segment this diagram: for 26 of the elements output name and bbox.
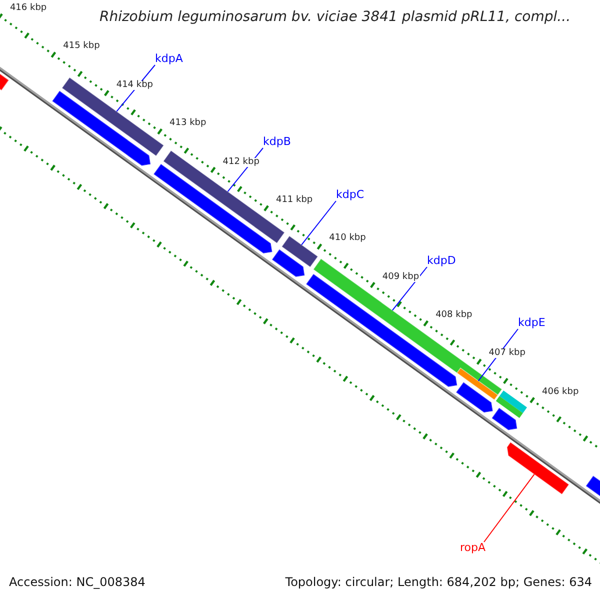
gene-label: kdpB — [263, 136, 291, 147]
gene-feature — [506, 442, 570, 495]
gene-feature — [281, 235, 318, 268]
tick-label: 414 kbp — [115, 80, 154, 90]
tick-label: 409 kbp — [381, 272, 420, 282]
gene-label: kdpE — [518, 317, 546, 328]
footer-text: Accession: NC_008384 — [9, 576, 146, 588]
tick-label: 416 kbp — [8, 4, 48, 14]
tick-label: 407 kbp — [488, 349, 526, 358]
tick-label: 406 kbp — [541, 388, 580, 397]
gene-label: kdpC — [336, 189, 364, 200]
gene-label: kdpD — [427, 255, 456, 266]
gene-feature — [61, 76, 164, 156]
tick-label: 415 kbp — [62, 42, 101, 52]
leader-line — [301, 200, 336, 246]
tick-label: 410 kbp — [328, 234, 367, 244]
title: Rhizobium leguminosarum bv. viciae 3841 plasmid pRL11, compl... — [98, 10, 572, 24]
gene-label: kdpA — [155, 53, 183, 64]
leader-line — [484, 474, 535, 542]
footer-text: Topology: circular; Length: 684,202 bp; Genes: 634 — [285, 576, 592, 588]
gene-label: ropA — [460, 542, 486, 553]
tick-label: 411 kbp — [274, 196, 314, 205]
gene-feature — [456, 368, 498, 400]
tick-label: 408 kbp — [434, 311, 474, 320]
tick-label: 412 kbp — [222, 158, 260, 167]
tick-label: 413 kbp — [168, 119, 208, 128]
